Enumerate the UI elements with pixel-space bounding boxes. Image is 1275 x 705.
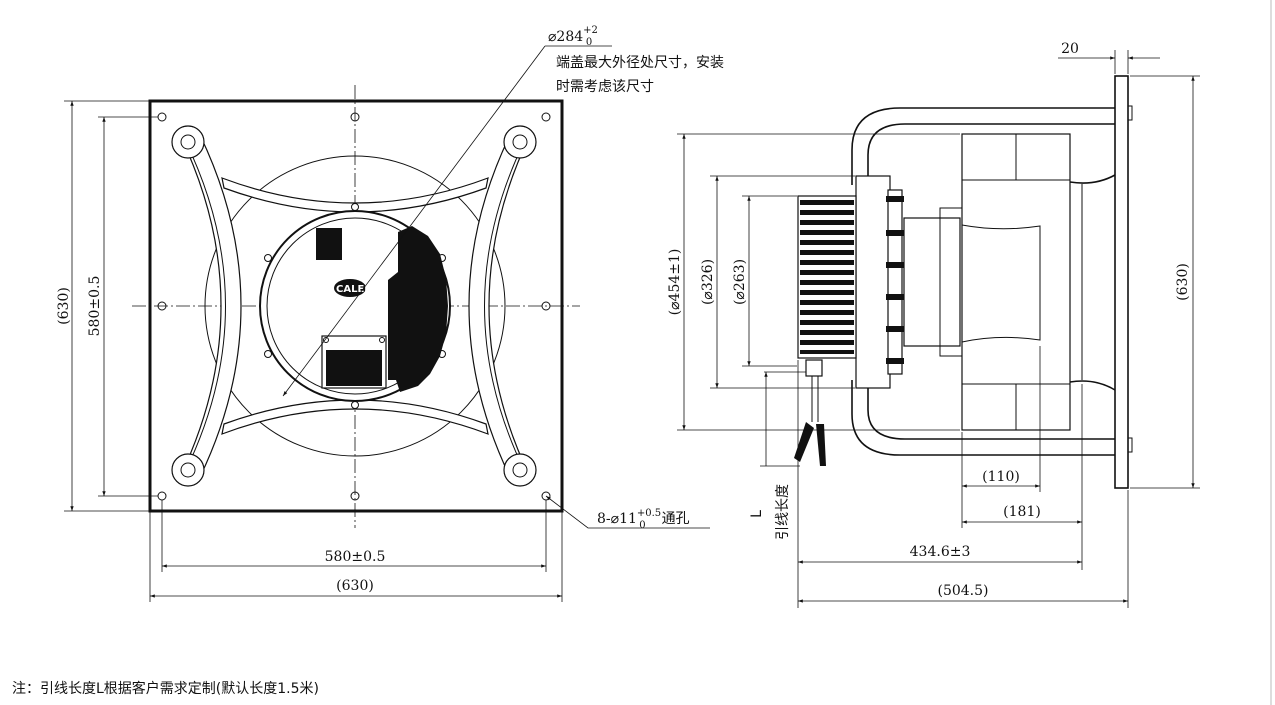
dim-434: 434.6±3 [910,544,971,560]
cable-gland [794,359,826,466]
hole-callout-suffix: 通孔 [662,511,690,527]
callout-284-tol-upper: +2 [583,25,598,36]
callout-note-line1: 端盖最大外径处尺寸，安装 [556,55,724,71]
lead-symbol: L [749,510,765,518]
flange-plate [1114,75,1129,489]
fin-block-small [316,228,342,260]
front-view: CALEL [132,45,580,528]
hole-tol-upper: +0.5 [637,508,661,519]
heatsink-fins [388,226,448,392]
dim-20: 20 [1061,41,1079,57]
side-view [794,75,1133,489]
dim-630-vertical: (630) [56,287,72,325]
hole-callout-prefix: 8-⌀11 [597,511,637,527]
dim-110: (110) [982,469,1020,485]
footnote: 注：引线长度L根据客户需求定制(默认长度1.5米) [12,680,319,697]
hole-callout-leader [545,495,710,529]
motor-bolts [264,203,446,409]
hole-tol-lower: 0 [639,520,645,531]
tube-frame [851,107,1115,185]
flange-teeth [886,196,904,364]
callout-284-tol-lower: 0 [586,37,592,48]
hub [903,217,961,347]
dim-504: (504.5) [937,583,988,599]
dim-d326: (⌀326) [700,259,716,305]
dim-d263: (⌀263) [732,259,748,305]
callout-leader-284 [282,45,546,397]
dim-580-vertical: 580±0.5 [87,276,103,337]
dim-181: (181) [1003,504,1041,520]
lead-label: 引线长度 [775,484,791,540]
dim-580-horizontal: 580±0.5 [325,549,386,565]
motor-flange [855,175,891,389]
side-dimensions: 20 (630) (⌀454±1) (⌀326) (⌀263) L 引线长度 (… [667,41,1200,608]
connector-box [321,335,387,389]
dim-630-side: (630) [1175,263,1191,301]
lower-band [221,399,489,435]
upper-band [221,177,489,213]
logo-text: CALEL [336,284,371,295]
callout-284-base: ⌀284 [548,29,583,45]
heatsink-side-fins [800,200,854,354]
callout-note-line2: 时需考虑该尺寸 [556,79,654,95]
dim-d454: (⌀454±1) [667,249,683,316]
impeller-outline [204,155,506,457]
dim-630-horizontal: (630) [336,578,374,594]
brand-logo: CALEL [334,279,371,297]
arm-feet [171,125,537,487]
